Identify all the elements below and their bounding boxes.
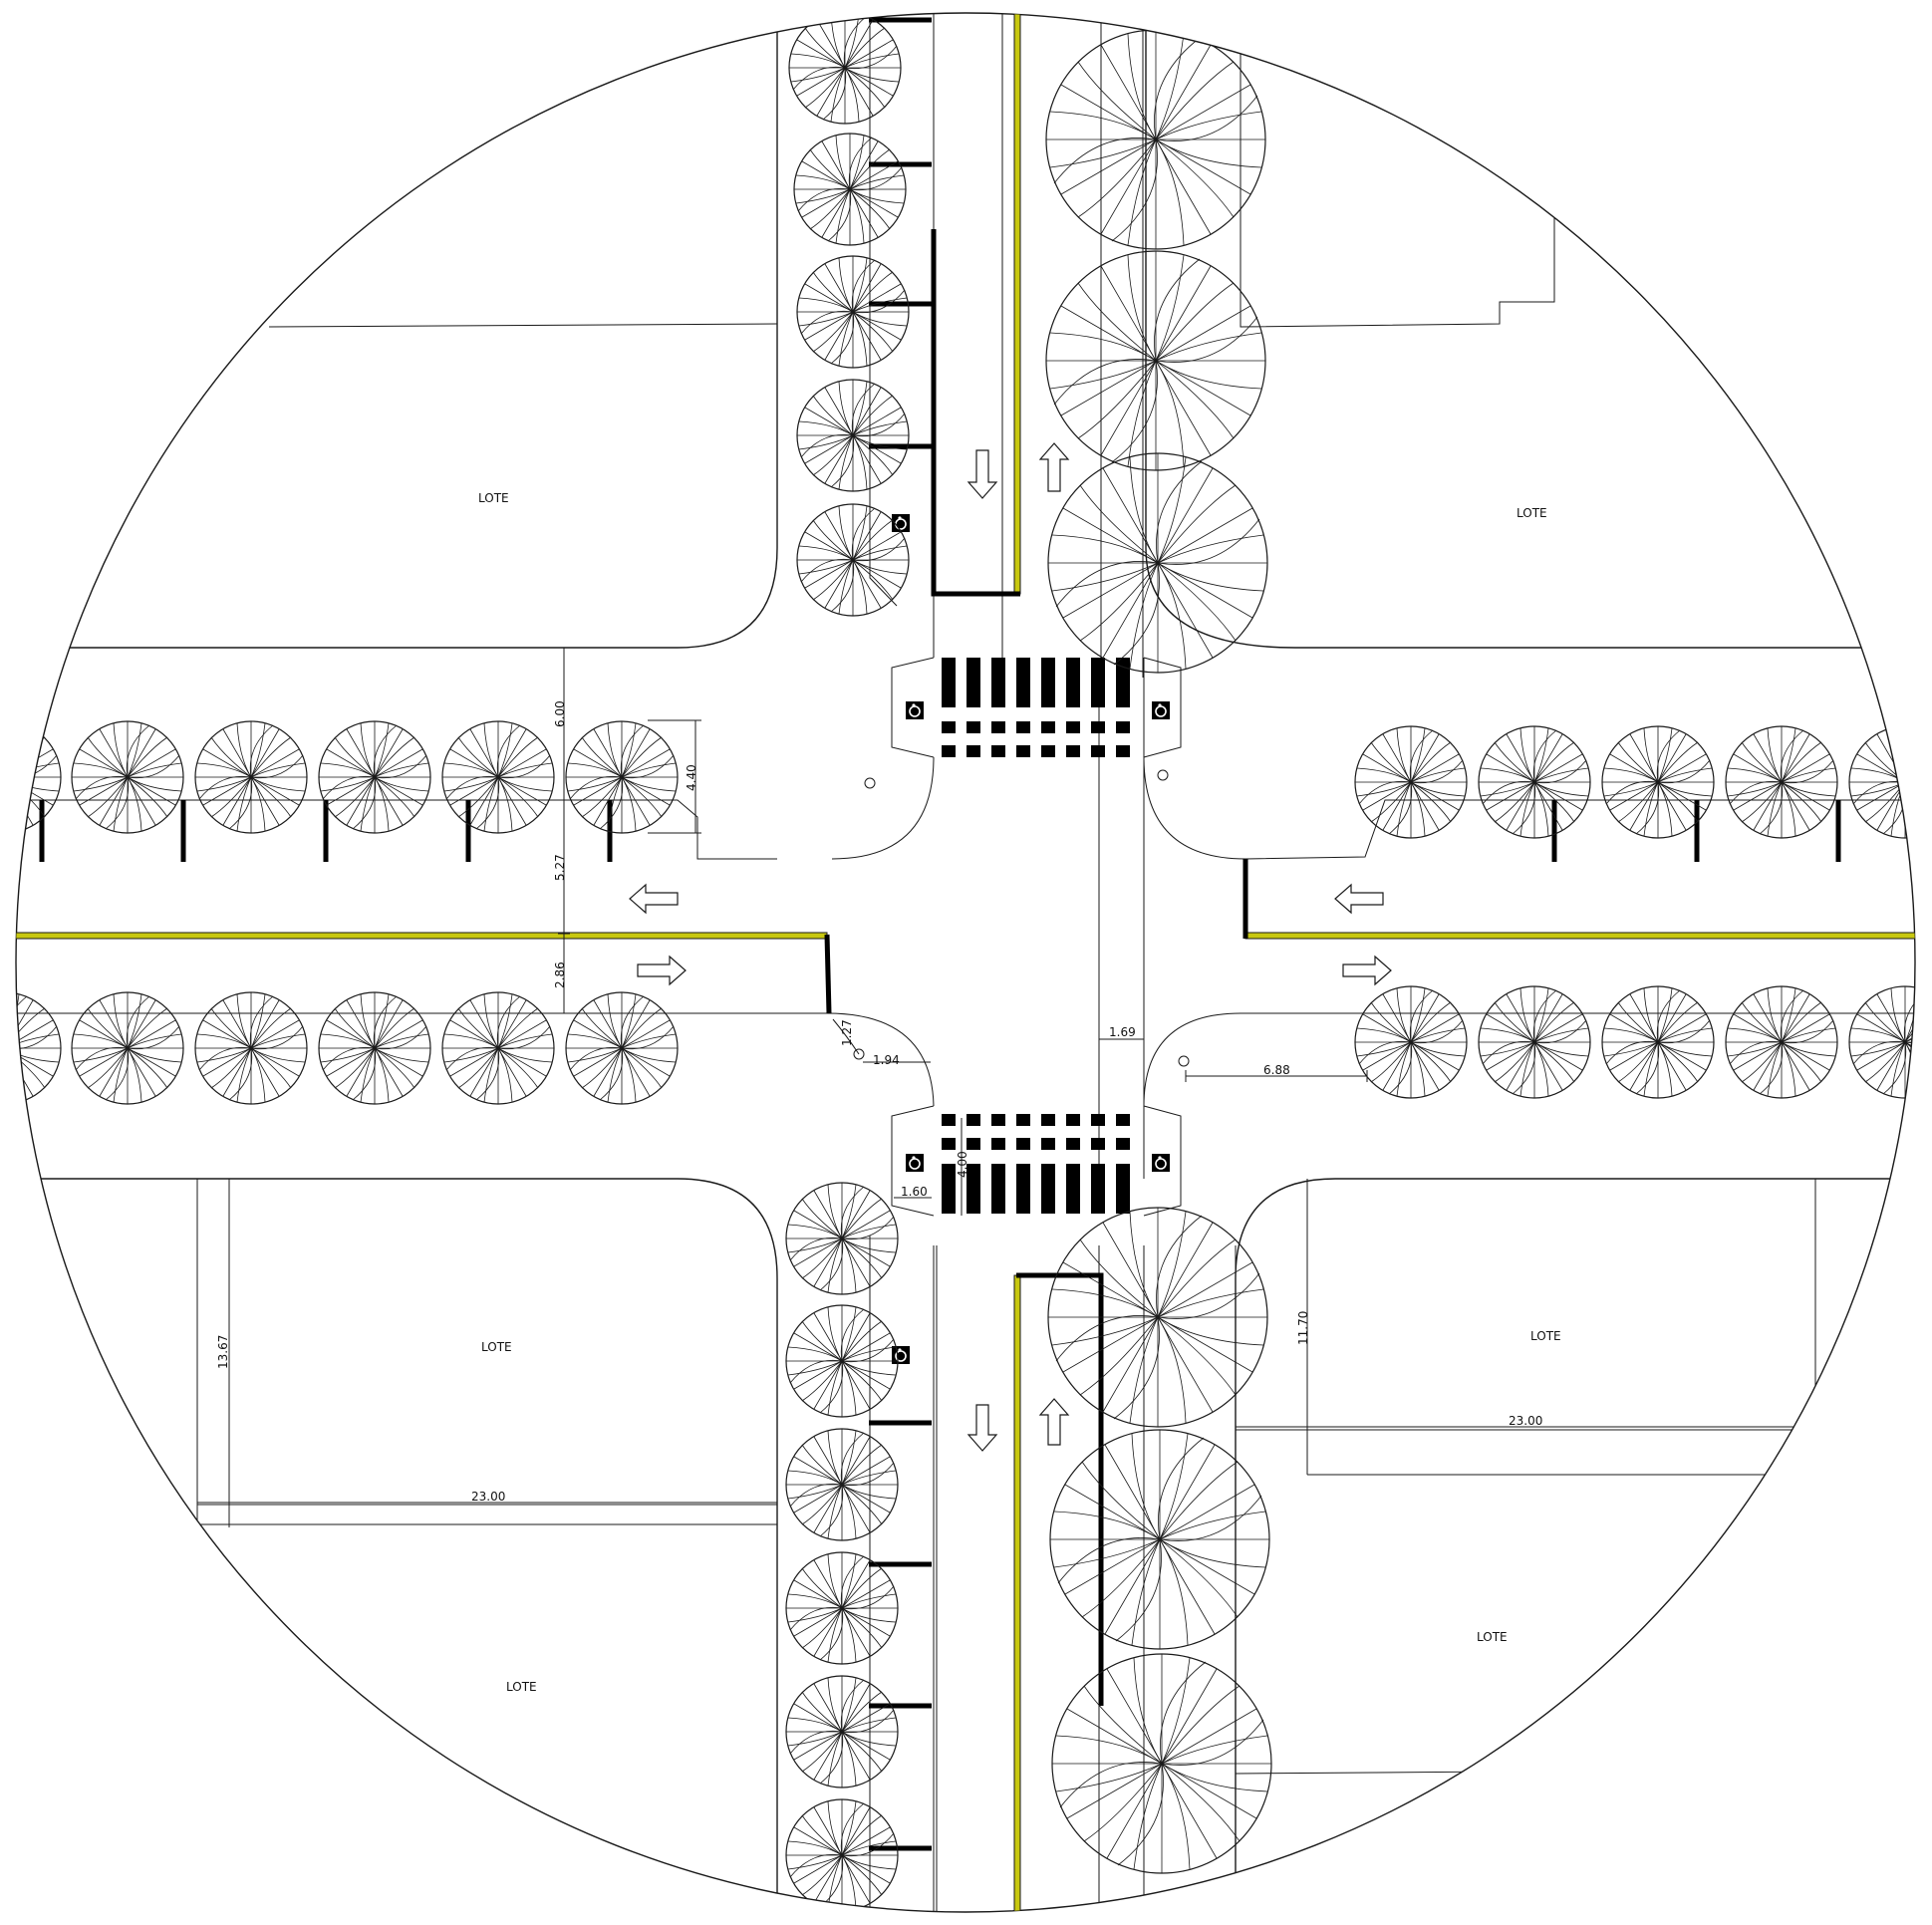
lot-label-nw: LOTE	[478, 491, 509, 505]
bollard-icon	[853, 1048, 865, 1060]
arrow-down-icon	[966, 1404, 998, 1452]
lot-label-sw1: LOTE	[481, 1340, 512, 1354]
tree-icon	[796, 503, 910, 617]
tree-icon	[1725, 985, 1838, 1099]
tree-icon	[1049, 1429, 1270, 1650]
tree-icon	[785, 1675, 899, 1788]
accessibility-icon	[905, 1153, 925, 1173]
dimension-label: 23.00	[471, 1490, 505, 1504]
tree-icon	[1051, 1653, 1272, 1874]
tree-icon	[1047, 1207, 1268, 1428]
tree-icon	[785, 1304, 899, 1418]
tree-icon	[71, 991, 184, 1105]
tree-icon	[1848, 725, 1915, 839]
lot-label-se2: LOTE	[1477, 1630, 1508, 1644]
tree-icon	[441, 720, 555, 834]
tree-icon	[1045, 29, 1266, 250]
bollard-icon	[1178, 1055, 1190, 1067]
arrow-right-icon	[1342, 955, 1392, 986]
dimension-label: 1.60	[901, 1185, 928, 1199]
bollard-icon	[1157, 769, 1169, 781]
crosswalk-north	[891, 657, 1182, 758]
dimension-label: 23.00	[1509, 1414, 1542, 1428]
dimension-label: 6.00	[553, 700, 567, 727]
tree-icon	[194, 720, 308, 834]
frame-circle	[15, 12, 1916, 1913]
tree-icon	[16, 991, 62, 1105]
tree-icon	[1478, 985, 1591, 1099]
tree-icon	[1354, 725, 1468, 839]
dimension-label: 1.94	[873, 1053, 900, 1067]
arrow-left-icon	[1334, 883, 1384, 915]
lot-label-se1: LOTE	[1530, 1329, 1561, 1343]
dimension-label: 5.27	[553, 854, 567, 881]
dimension-label: 1.69	[1109, 1025, 1136, 1039]
tree-icon	[318, 991, 431, 1105]
accessibility-icon	[1151, 700, 1171, 720]
tree-icon	[318, 720, 431, 834]
medians	[16, 13, 1915, 1912]
tree-icon	[1601, 725, 1715, 839]
tree-icon	[565, 991, 679, 1105]
dimension-label: 2.86	[553, 962, 567, 988]
dimension-label: 4.00	[956, 1151, 969, 1178]
dimension-label: 11.70	[1296, 1311, 1310, 1345]
tree-icon	[16, 720, 62, 834]
tree-icon	[194, 991, 308, 1105]
tree-icon	[1045, 250, 1266, 471]
accessibility-icon	[905, 700, 925, 720]
tree-icon	[796, 379, 910, 492]
dimension-label: 1.27	[840, 1019, 854, 1046]
tree-icon	[71, 720, 184, 834]
dimension-label: 6.88	[1263, 1063, 1290, 1077]
dimension-label: 13.67	[216, 1335, 230, 1369]
crosswalk-south	[891, 1105, 1182, 1217]
dimension-lines	[197, 647, 1815, 1504]
arrow-down-icon	[966, 449, 998, 499]
dimension-labels: 6.00 4.40 5.27 2.86 1.27 1.94 1.69 6.88 …	[216, 700, 1542, 1504]
dimension-label: 4.40	[685, 764, 698, 791]
bollard-icon	[864, 777, 876, 789]
tree-icon	[1354, 985, 1468, 1099]
lot-labels: LOTE LOTE LOTE LOTE LOTE LOTE	[478, 491, 1561, 1694]
tree-icon	[788, 13, 902, 125]
tree-icon	[1047, 452, 1268, 674]
tree-icon	[565, 720, 679, 834]
tree-icon	[785, 1798, 899, 1912]
tree-icon	[1601, 985, 1715, 1099]
arrow-up-icon	[1038, 1398, 1070, 1446]
tree-icon	[785, 1428, 899, 1541]
arrow-right-icon	[637, 955, 687, 986]
tree-icon	[793, 133, 907, 246]
tree-icon	[785, 1182, 899, 1295]
arrow-up-icon	[1038, 442, 1070, 492]
direction-arrows	[629, 442, 1392, 1452]
tree-icon	[785, 1551, 899, 1665]
tree-icon	[1848, 985, 1915, 1099]
bollards	[853, 769, 1190, 1067]
tree-icon	[796, 255, 910, 369]
lot-label-ne: LOTE	[1517, 506, 1547, 520]
tree-icon	[441, 991, 555, 1105]
lot-label-sw2: LOTE	[506, 1680, 537, 1694]
arrow-left-icon	[629, 883, 679, 915]
tree-icon	[1478, 725, 1591, 839]
tree-icon	[1725, 725, 1838, 839]
accessibility-icon	[1151, 1153, 1171, 1173]
